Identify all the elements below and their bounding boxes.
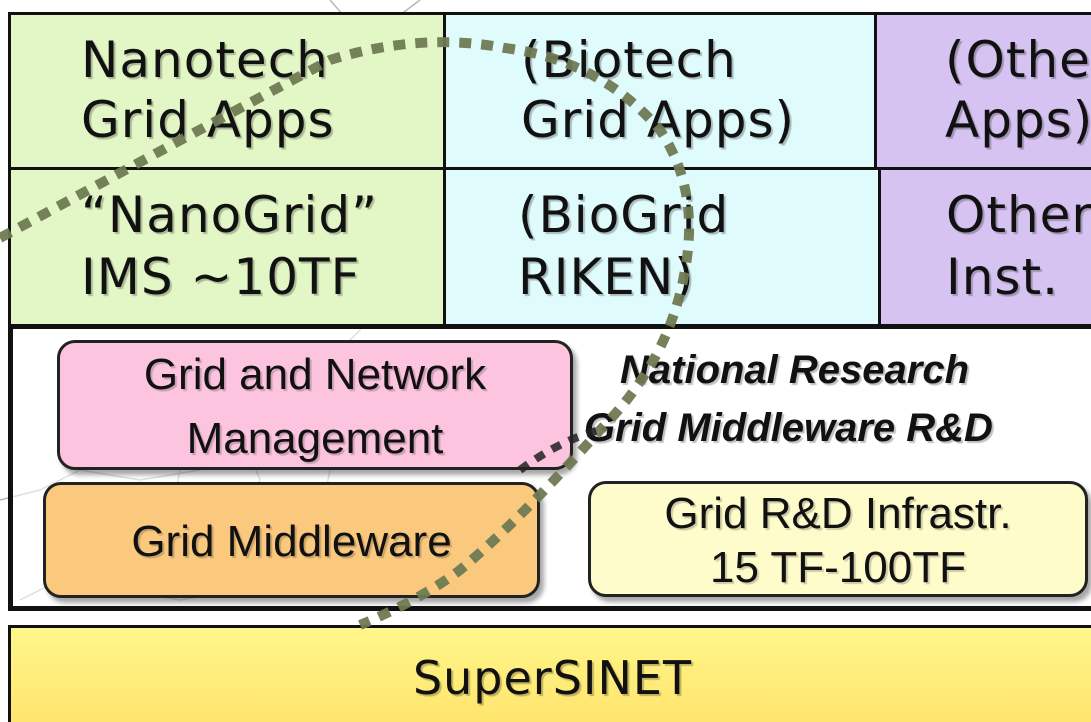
biogrid-line2: RIKEN) [518,248,695,306]
nanogrid-line1: “NanoGrid” [81,186,379,244]
grid-network-line2: Management [186,414,444,463]
grid-middleware-box: Grid Middleware [43,482,540,598]
nanotech-apps-cell: Nanotech Grid Apps [8,12,446,170]
nanogrid-line2: IMS ~10TF [81,248,361,306]
other-inst-line2: Inst. [946,248,1059,306]
infrastructure-line2: 15 TF-100TF [710,543,966,592]
infrastructure-line1: Grid R&D Infrastr. [664,489,1012,538]
other-inst-line1: Other [946,186,1091,244]
nanotech-apps-line2: Grid Apps [81,91,335,149]
grid-network-line1: Grid and Network [143,350,487,399]
biotech-apps-cell: (Biotech Grid Apps) [443,12,877,170]
grid-infrastructure-box: Grid R&D Infrastr. 15 TF-100TF [588,481,1088,597]
biotech-apps-line2: Grid Apps) [521,91,796,149]
section-title-line1: National Research [620,348,970,392]
other-apps-line2: Apps) [945,91,1091,149]
other-inst-cell: Other Inst. [878,167,1091,327]
other-apps-line1: (Othe [945,31,1091,89]
grid-network-management-box: Grid and Network Management [57,340,573,470]
supersinet-label: SuperSINET [412,651,693,705]
nanotech-apps-line1: Nanotech [81,31,329,89]
section-title-line2: Grid Middleware R&D [584,406,993,450]
supersinet-bar: SuperSINET [8,625,1091,722]
grid-middleware-label: Grid Middleware [131,517,452,566]
